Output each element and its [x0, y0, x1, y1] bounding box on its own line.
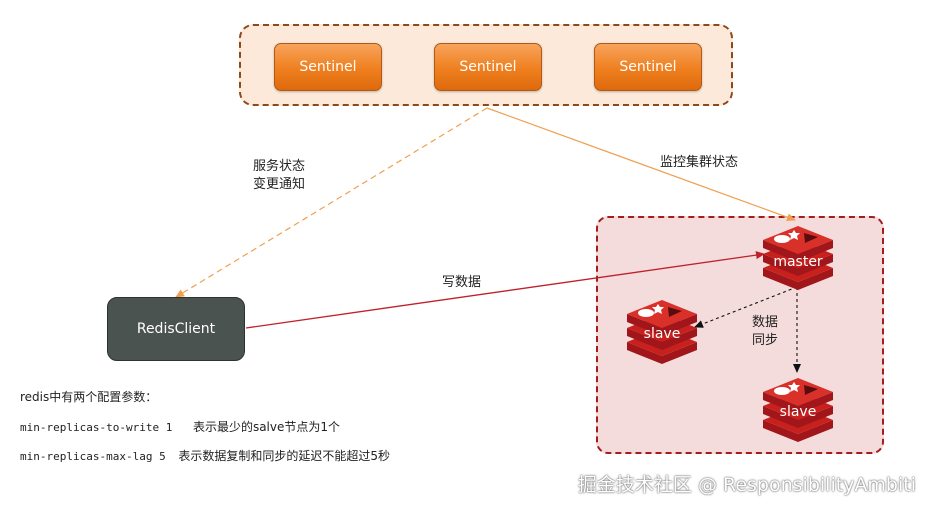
- note-row-1-desc: 表示最少的salve节点为1个: [192, 420, 341, 434]
- monitor-label: 监控集群状态: [660, 155, 739, 170]
- sentinel-node-2: Sentinel: [434, 43, 542, 91]
- sentinel-label: Sentinel: [299, 59, 357, 75]
- monitor-arrow: [486, 107, 796, 222]
- watermark-text: 掘金技术社区 @ ResponsibilityAmbiti: [577, 474, 916, 496]
- slave-label: slave: [779, 404, 817, 420]
- note-row-1: min-replicas-to-write 1 表示最少的salve节点为1个: [20, 418, 340, 435]
- sentinel-node-1: Sentinel: [274, 43, 382, 91]
- note-row-2-key: min-replicas-max-lag 5: [20, 450, 166, 463]
- notes-title: redis中有两个配置参数：: [20, 388, 157, 405]
- slave-label: slave: [643, 326, 681, 342]
- notes-title-text: redis中有两个配置参数：: [20, 390, 158, 404]
- sentinel-label: Sentinel: [619, 59, 677, 75]
- notify-label-line1: 服务状态: [253, 159, 306, 174]
- sync-label-line1: 数据: [752, 315, 779, 330]
- note-row-2: min-replicas-max-lag 5 表示数据复制和同步的延迟不能超过5…: [20, 447, 390, 464]
- notify-label-line2: 变更通知: [253, 177, 306, 192]
- write-label: 写数据: [442, 275, 482, 290]
- redis-client-node: RedisClient: [107, 297, 245, 361]
- notify-arrow: [175, 107, 488, 298]
- notify-label: 服务状态 变更通知: [253, 158, 305, 194]
- note-row-2-desc: 表示数据复制和同步的延迟不能超过5秒: [178, 449, 390, 463]
- master-label: master: [773, 254, 823, 270]
- note-row-1-key: min-replicas-to-write 1: [20, 421, 173, 434]
- redis-slave-left-icon: slave: [624, 298, 700, 366]
- sync-label-line2: 同步: [752, 333, 779, 348]
- write-arrow: [245, 251, 765, 329]
- sync-label: 数据 同步: [752, 314, 778, 350]
- sentinel-label: Sentinel: [459, 59, 517, 75]
- sentinel-node-3: Sentinel: [594, 43, 702, 91]
- redis-master-icon: master: [760, 224, 836, 292]
- sync-arrow-left: [694, 286, 798, 328]
- redis-slave-bottom-icon: slave: [760, 376, 836, 444]
- client-label: RedisClient: [136, 321, 216, 337]
